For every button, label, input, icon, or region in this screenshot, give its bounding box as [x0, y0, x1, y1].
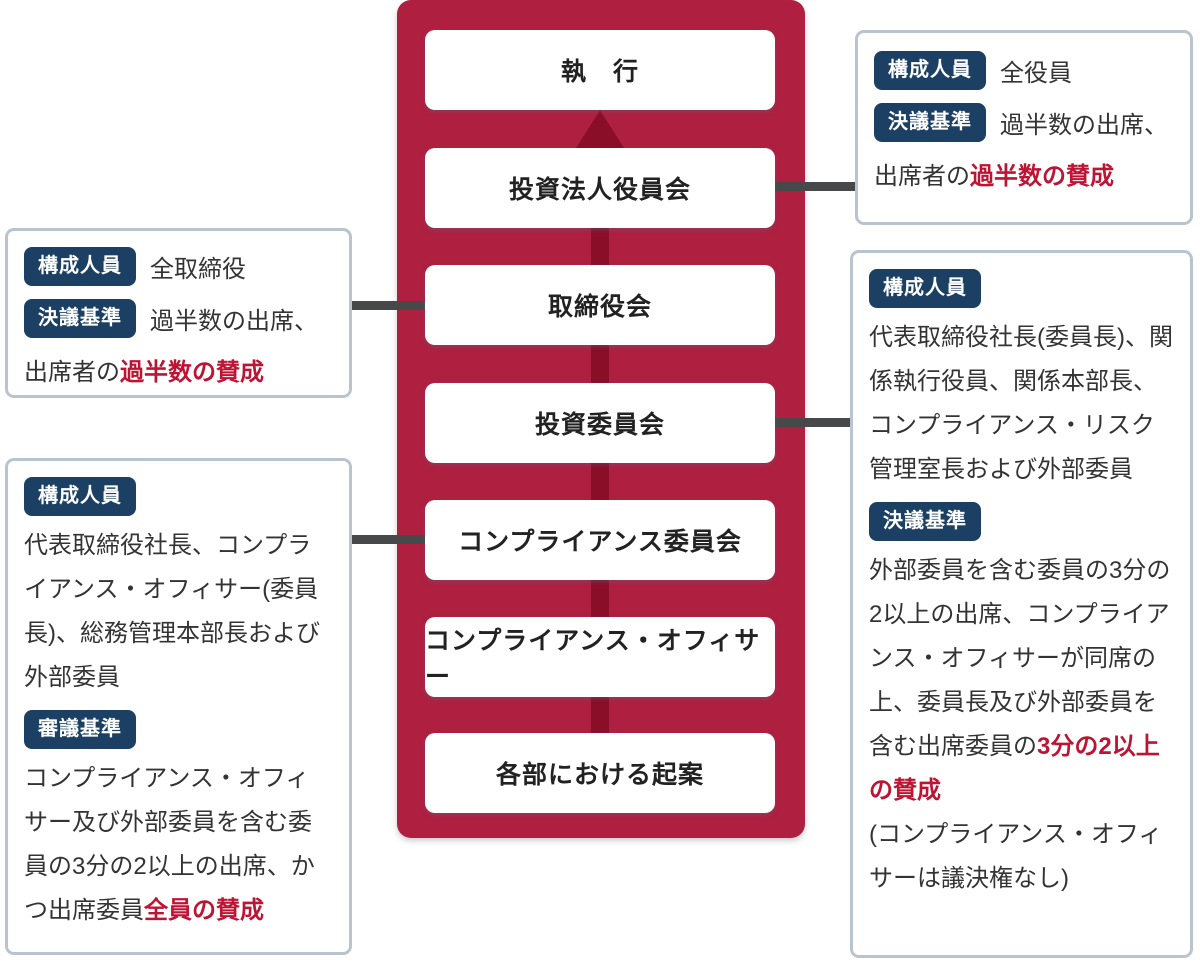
- resolution-text-line2: 出席者の過半数の賛成: [24, 351, 333, 395]
- resolution-text-black: 外部委員を含む委員の3分の2以上の出席、コンプライアンス・オフィサーが同席の上、…: [869, 557, 1171, 760]
- deliberation-text-black: コンプライアンス・オフィサー及び外部委員を含む委員の3分の2以上の出席、かつ出席…: [24, 765, 315, 924]
- node-execution: 執 行: [425, 30, 775, 110]
- callout-board-of-directors: 構成人員 全取締役 決議基準 過半数の出席、 出席者の過半数の賛成: [5, 228, 352, 398]
- node-compliance-officer: コンプライアンス・オフィサー: [425, 617, 775, 697]
- resolution-text: 過半数の出席、: [1000, 112, 1168, 139]
- resolution-text-red: 3分の2以上の賛成: [869, 733, 1160, 804]
- resolution-badge: 決議基準: [869, 502, 981, 541]
- members-text: 代表取締役社長、コンプライアンス・オフィサー(委員長)、総務管理本部長および外部…: [24, 532, 320, 691]
- flow-arrow-up-icon: [576, 110, 624, 148]
- resolution-note: (コンプライアンス・オフィサーは議決権なし): [869, 821, 1163, 892]
- callout-compliance-committee: 構成人員 代表取締役社長、コンプライアンス・オフィサー(委員長)、総務管理本部長…: [5, 458, 352, 955]
- deliberation-badge-row: 審議基準: [24, 710, 333, 749]
- members-badge-row: 構成人員: [869, 269, 1174, 308]
- callout-investment-committee: 構成人員 代表取締役社長(委員長)、関係執行役員、関係本部長、コンプライアンス・…: [850, 250, 1193, 958]
- resolution-text-red: 過半数の賛成: [120, 359, 264, 386]
- members-text: 全取締役: [150, 256, 246, 283]
- members-badge: 構成人員: [869, 269, 981, 308]
- members-badge: 構成人員: [874, 51, 986, 90]
- resolution-text: 外部委員を含む委員の3分の2以上の出席、コンプライアンス・オフィサーが同席の上、…: [869, 549, 1174, 813]
- node-dept-proposal: 各部における起案: [425, 733, 775, 813]
- node-board-of-directors: 取締役会: [425, 265, 775, 345]
- resolution-badge-row: 決議基準: [869, 502, 1174, 541]
- members-text: 全役員: [1000, 60, 1072, 87]
- resolution-badge: 決議基準: [874, 103, 986, 142]
- resolution-text: 過半数の出席、: [150, 308, 318, 335]
- resolution-badge: 決議基準: [24, 299, 136, 338]
- node-compliance-committee: コンプライアンス委員会: [425, 500, 775, 580]
- node-investment-committee: 投資委員会: [425, 383, 775, 463]
- node-inv-corp-board: 投資法人役員会: [425, 148, 775, 228]
- resolution-text-black: 出席者の: [874, 163, 970, 190]
- resolution-text-line2: 出席者の過半数の賛成: [874, 155, 1174, 199]
- connector-investment-to-callout: [775, 418, 851, 427]
- members-badge-row: 構成人員: [24, 477, 333, 516]
- deliberation-badge: 審議基準: [24, 710, 136, 749]
- connector-compliance-to-callout: [351, 535, 426, 544]
- members-badge: 構成人員: [24, 477, 136, 516]
- connector-directors-to-callout: [351, 301, 426, 310]
- connector-board-to-callout: [775, 182, 856, 191]
- deliberation-text: コンプライアンス・オフィサー及び外部委員を含む委員の3分の2以上の出席、かつ出席…: [24, 757, 333, 933]
- members-text: 代表取締役社長(委員長)、関係執行役員、関係本部長、コンプライアンス・リスク管理…: [869, 324, 1173, 483]
- resolution-text-black: 出席者の: [24, 359, 120, 386]
- resolution-text-red: 過半数の賛成: [970, 163, 1114, 190]
- deliberation-text-red: 全員の賛成: [144, 897, 264, 924]
- members-badge: 構成人員: [24, 247, 136, 286]
- callout-inv-corp-board: 構成人員 全役員 決議基準 過半数の出席、 出席者の過半数の賛成: [855, 30, 1193, 225]
